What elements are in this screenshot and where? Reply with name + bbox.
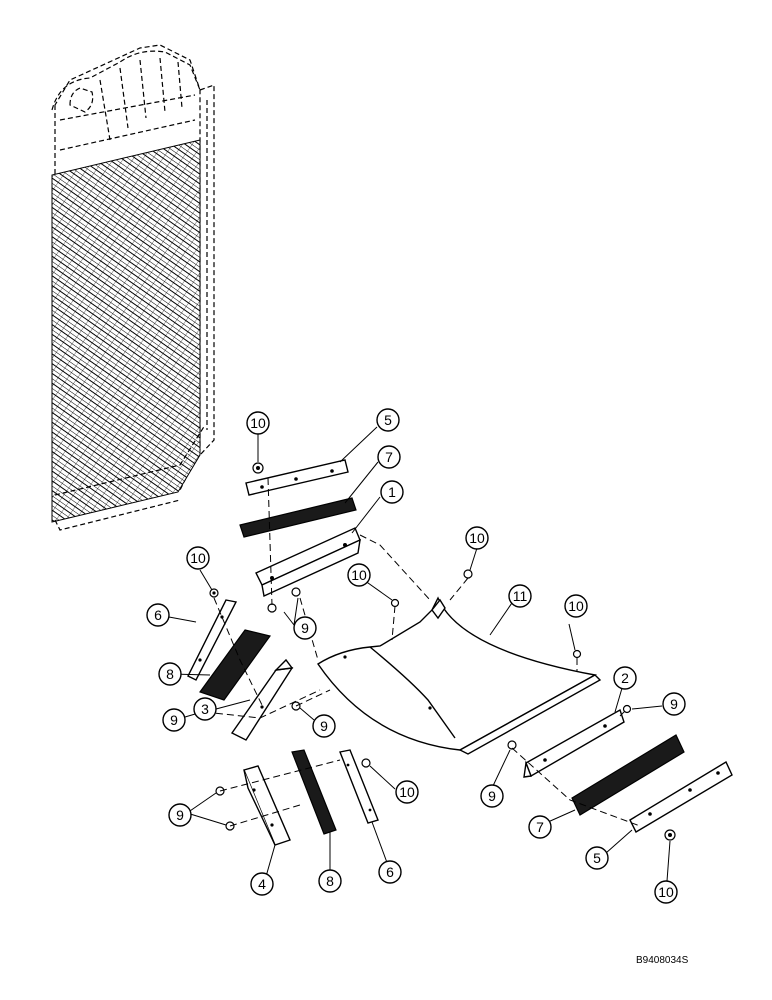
callout-10-shield: 10 <box>465 526 489 550</box>
upper-bracket-1 <box>255 527 361 598</box>
svg-text:10: 10 <box>568 598 584 614</box>
callout-10-left: 10 <box>186 546 210 570</box>
callout-7-top: 7 <box>377 445 401 469</box>
callout-6-bottom: 6 <box>378 860 402 884</box>
upper-strip-5 <box>245 459 349 496</box>
callout-10-top: 10 <box>246 411 270 435</box>
svg-text:11: 11 <box>513 588 528 604</box>
svg-text:7: 7 <box>536 819 544 835</box>
lower-bracket-4 <box>243 765 291 846</box>
right-strip-5 <box>629 760 733 833</box>
svg-text:5: 5 <box>384 412 392 428</box>
svg-text:9: 9 <box>670 696 678 712</box>
callout-8-bottom: 8 <box>318 869 342 893</box>
svg-text:10: 10 <box>190 550 206 566</box>
lower-strip-6 <box>339 749 379 824</box>
svg-text:1: 1 <box>388 484 396 500</box>
callout-5-top: 5 <box>376 408 400 432</box>
svg-text:4: 4 <box>258 876 266 892</box>
svg-text:9: 9 <box>488 788 496 804</box>
svg-text:10: 10 <box>351 567 367 583</box>
leader-lines <box>168 426 671 882</box>
svg-text:8: 8 <box>326 873 334 889</box>
svg-text:10: 10 <box>399 784 415 800</box>
callout-7-right: 7 <box>528 815 552 839</box>
svg-text:6: 6 <box>386 864 394 880</box>
callout-3: 3 <box>193 697 217 721</box>
svg-text:2: 2 <box>621 670 629 686</box>
figure-id-label: B9408034S <box>636 955 689 966</box>
callout-1: 1 <box>380 480 404 504</box>
callout-11: 11 <box>508 584 532 608</box>
svg-text:6: 6 <box>154 607 162 623</box>
lower-pad-8 <box>291 749 337 835</box>
svg-text:7: 7 <box>385 449 393 465</box>
callout-8-left: 8 <box>158 662 182 686</box>
hardware-nuts-bolts <box>200 462 676 841</box>
callout-5-right: 5 <box>585 846 609 870</box>
callout-10-lower: 10 <box>395 780 419 804</box>
callout-9-bottom-center: 9 <box>480 784 504 808</box>
svg-text:10: 10 <box>658 884 674 900</box>
svg-text:10: 10 <box>250 415 266 431</box>
right-pad-7 <box>571 734 685 816</box>
svg-text:9: 9 <box>320 718 328 734</box>
callout-2: 2 <box>613 666 637 690</box>
assembly-lines <box>204 477 641 827</box>
radiator-phantom <box>51 44 215 531</box>
right-bracket-2 <box>523 708 625 778</box>
callout-10-center: 10 <box>347 563 371 587</box>
callout-9-upper: 9 <box>293 616 317 640</box>
svg-text:5: 5 <box>593 850 601 866</box>
curved-shield-11 <box>317 596 602 755</box>
svg-text:3: 3 <box>201 701 209 717</box>
callout-6-left: 6 <box>146 603 170 627</box>
svg-text:9: 9 <box>170 712 178 728</box>
callout-9-bottom-left: 9 <box>168 803 192 827</box>
svg-text:9: 9 <box>301 620 309 636</box>
svg-text:9: 9 <box>176 807 184 823</box>
upper-pad-7 <box>239 497 357 538</box>
left-pad-8 <box>199 629 272 701</box>
svg-text:10: 10 <box>469 530 485 546</box>
callout-10-bottom-right: 10 <box>654 880 678 904</box>
callout-9-left: 9 <box>162 708 186 732</box>
callout-9-mid: 9 <box>312 714 336 738</box>
callout-4: 4 <box>250 872 274 896</box>
callout-10-right: 10 <box>564 594 588 618</box>
left-strip-6 <box>187 599 238 681</box>
svg-text:8: 8 <box>166 666 174 682</box>
callout-9-right: 9 <box>662 692 686 716</box>
